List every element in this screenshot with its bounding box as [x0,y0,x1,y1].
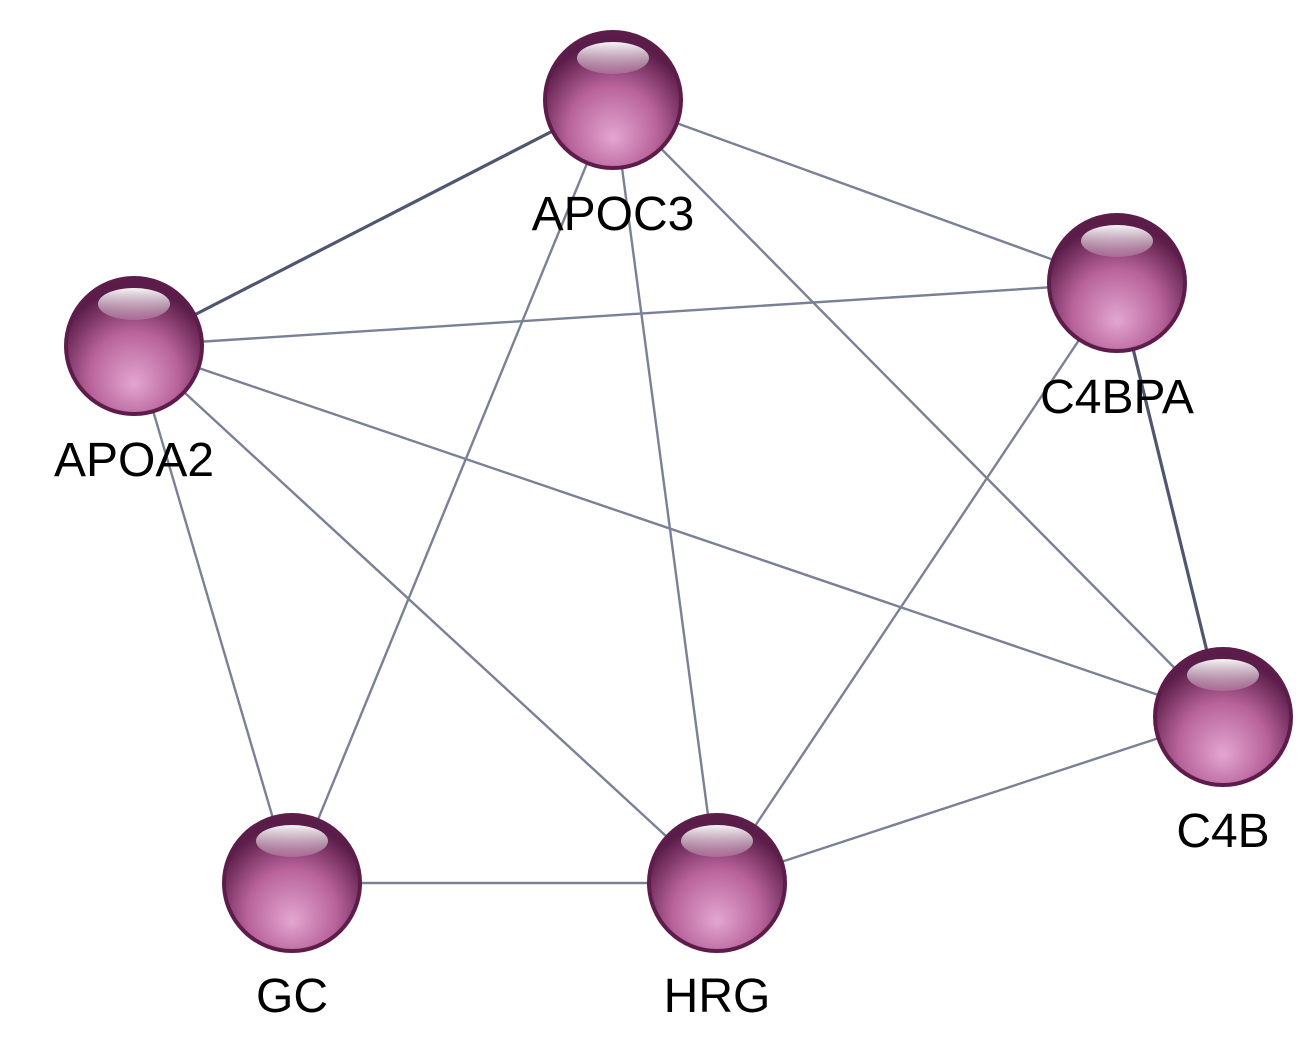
edge-c4b-hrg [715,715,1225,885]
node-highlight [98,288,170,320]
edge-apoa2-hrg [132,344,719,885]
node-highlight [1081,225,1153,257]
node-label-apoa2: APOA2 [54,434,214,487]
node-label-c4bpa: C4BPA [1040,371,1194,424]
node-sphere [1047,213,1187,353]
node-hrg[interactable]: HRG [647,813,787,1023]
node-c4b[interactable]: C4B [1153,647,1293,858]
node-highlight [1187,659,1259,691]
node-gc[interactable]: GC [222,813,362,1023]
edge-apoc3-c4bpa [611,98,1119,285]
node-apoc3[interactable]: APOC3 [532,30,695,241]
edge-apoa2-gc [132,344,294,885]
node-highlight [681,825,753,857]
node-apoa2[interactable]: APOA2 [54,276,214,487]
node-sphere [222,813,362,953]
edge-apoa2-apoc3 [132,98,615,348]
node-label-c4b: C4B [1176,805,1269,858]
node-label-gc: GC [256,970,328,1023]
edge-c4bpa-c4b [1115,281,1225,719]
edge-apoc3-gc [290,98,615,885]
node-sphere [647,813,787,953]
node-label-apoc3: APOC3 [532,188,695,241]
node-sphere [1153,647,1293,787]
node-c4bpa[interactable]: C4BPA [1040,213,1194,424]
node-sphere [64,276,204,416]
node-label-hrg: HRG [664,970,771,1023]
node-highlight [577,42,649,74]
edge-apoa2-c4bpa [132,281,1119,348]
edge-c4bpa-hrg [715,281,1119,885]
edge-apoc3-c4b [611,98,1225,719]
node-highlight [256,825,328,857]
node-sphere [543,30,683,170]
edges-layer [132,98,1225,885]
edge-apoc3-hrg [611,98,719,885]
edge-apoa2-c4b [132,344,1225,719]
